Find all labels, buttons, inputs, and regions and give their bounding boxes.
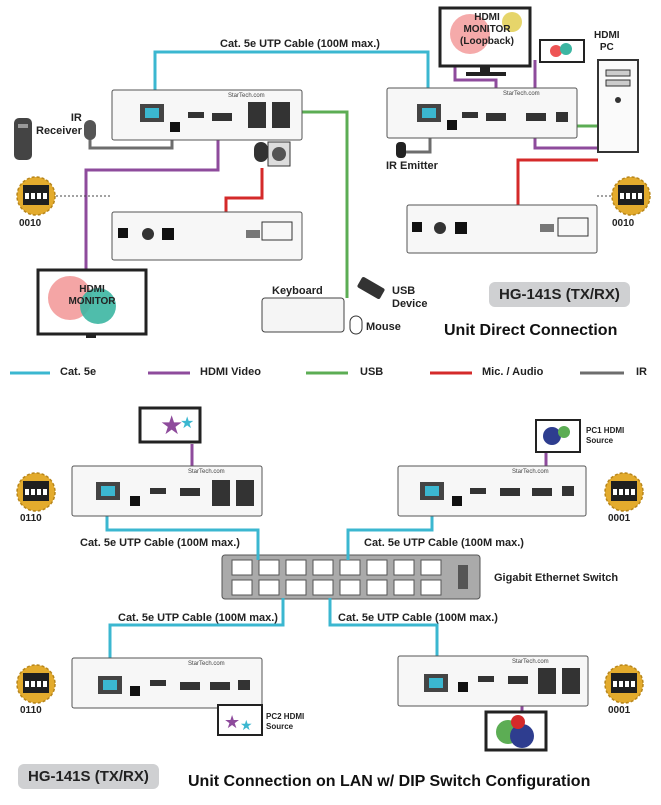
switch-port [339, 559, 361, 576]
rx-front-bottom-left2 [71, 657, 263, 709]
ir-receiver-label: IR Receiver [36, 112, 82, 137]
remote-control-icon [14, 118, 32, 160]
dip-switch-badge-bottom-tr [604, 472, 644, 512]
brand-tx-top: StarTech.com [228, 93, 265, 99]
brand-rx-top: StarTech.com [503, 91, 540, 97]
dip-switch-badge-bottom-br [604, 664, 644, 704]
hdmi-source-screen [539, 39, 585, 63]
switch-port [393, 579, 415, 596]
gigabit-switch [221, 554, 481, 600]
dip-code-top-left: 0010 [19, 218, 42, 229]
rx-rear-top [406, 204, 598, 254]
brand-bottom-bl: StarTech.com [188, 661, 225, 667]
tx-rear-top [111, 211, 303, 261]
tx-front-top [111, 89, 303, 141]
tx-front-bottom-right2 [397, 655, 589, 707]
hdmi-pc-tower [597, 59, 639, 153]
svg-text:★: ★ [160, 410, 183, 440]
cable-label-bottom-4: Cat. 5e UTP Cable (100M max.) [338, 612, 498, 624]
switch-port [258, 579, 280, 596]
dip-code-bottom-br: 0001 [608, 705, 631, 716]
dip-switch-badge-top-right [611, 176, 651, 216]
switch-port [312, 579, 334, 596]
switch-port [258, 559, 280, 576]
cable-label-bottom-1: Cat. 5e UTP Cable (100M max.) [80, 537, 240, 549]
star-monitor-top: ★ ★ [138, 406, 202, 444]
switch-port [366, 559, 388, 576]
cable-label-top: Cat. 5e UTP Cable (100M max.) [220, 38, 380, 50]
dip-switch-badge-bottom-bl [16, 664, 56, 704]
pc2-source-screen: ★ ★ [217, 704, 263, 736]
legend-cat5e: Cat. 5e [60, 366, 97, 378]
hdmi-monitor-loopback-label: HDMI MONITOR (Loopback) [460, 12, 514, 47]
brand-bottom-tl: StarTech.com [188, 469, 225, 475]
hdmi-monitor-loopback-screen [438, 6, 532, 76]
cable-label-bottom-2: Cat. 5e UTP Cable (100M max.) [364, 537, 524, 549]
pc1-source-screen [535, 419, 581, 453]
hdmi-monitor-cable [84, 136, 220, 270]
speaker-icon [267, 141, 291, 167]
section-title-bottom: Unit Connection on LAN w/ DIP Switch Con… [188, 773, 591, 790]
rx-front-bottom-right [397, 465, 587, 517]
dip-switch-badge-top-left [16, 176, 56, 216]
switch-port [285, 579, 307, 596]
ir-receiver-icon [84, 120, 96, 140]
model-tag-bottom: HG-141S (TX/RX) [18, 764, 159, 789]
dip-code-top-right: 0010 [612, 218, 635, 229]
switch-port [312, 559, 334, 576]
switch-port [420, 579, 442, 596]
usb-device-label: USB Device [392, 285, 428, 310]
svg-text:★: ★ [224, 712, 240, 732]
keyboard-icon [261, 297, 345, 333]
dip-code-bottom-tl: 0110 [20, 513, 42, 524]
switch-port [231, 559, 253, 576]
model-tag-top: HG-141S (TX/RX) [489, 282, 630, 307]
ir-emitter-cable [405, 138, 432, 154]
tx-front-bottom-left [71, 465, 263, 517]
cable-label-bottom-3: Cat. 5e UTP Cable (100M max.) [118, 612, 278, 624]
section-title-top: Unit Direct Connection [444, 322, 618, 339]
svg-text:★: ★ [180, 415, 194, 432]
keyboard-label: Keyboard [272, 285, 323, 297]
dip-switch-badge-bottom-tl [16, 472, 56, 512]
svg-text:★: ★ [240, 717, 253, 733]
pc2-source-label: PC2 HDMI Source [266, 712, 305, 731]
legend-ir: IR [636, 366, 647, 378]
switch-port [339, 579, 361, 596]
switch-port [231, 579, 253, 596]
switch-port [420, 559, 442, 576]
hdmi-pc-cable [533, 138, 598, 150]
dip-code-bottom-tr: 0001 [608, 513, 631, 524]
legend-audio: Mic. / Audio [482, 366, 544, 378]
switch-port [285, 559, 307, 576]
hdmi-pc-label: HDMI PC [594, 30, 620, 53]
rx-front-top [386, 87, 578, 139]
legend-hdmi: HDMI Video [200, 366, 261, 378]
microphone-icon [254, 142, 268, 162]
brand-bottom-br: StarTech.com [512, 659, 549, 665]
hdmi-monitor-label: HDMI MONITOR [68, 284, 116, 307]
ir-emitter-label: IR Emitter [386, 160, 438, 172]
hdmi-monitor-screen [36, 268, 148, 338]
switch-port [393, 559, 415, 576]
switch-label: Gigabit Ethernet Switch [494, 572, 619, 584]
pc1-source-label: PC1 HDMI Source [586, 426, 625, 445]
dip-code-bottom-bl: 0110 [20, 705, 42, 716]
cat5e-cable-direct [153, 50, 430, 111]
usb-cable-tx [290, 110, 349, 298]
legend-usb: USB [360, 366, 384, 378]
mouse-icon [349, 315, 363, 335]
brand-bottom-tr: StarTech.com [512, 469, 549, 475]
switch-port [366, 579, 388, 596]
ir-emitter-icon [396, 142, 406, 158]
mouse-label: Mouse [366, 321, 401, 333]
bottom-right-monitor [484, 710, 548, 752]
usb-device-icon [357, 277, 385, 299]
